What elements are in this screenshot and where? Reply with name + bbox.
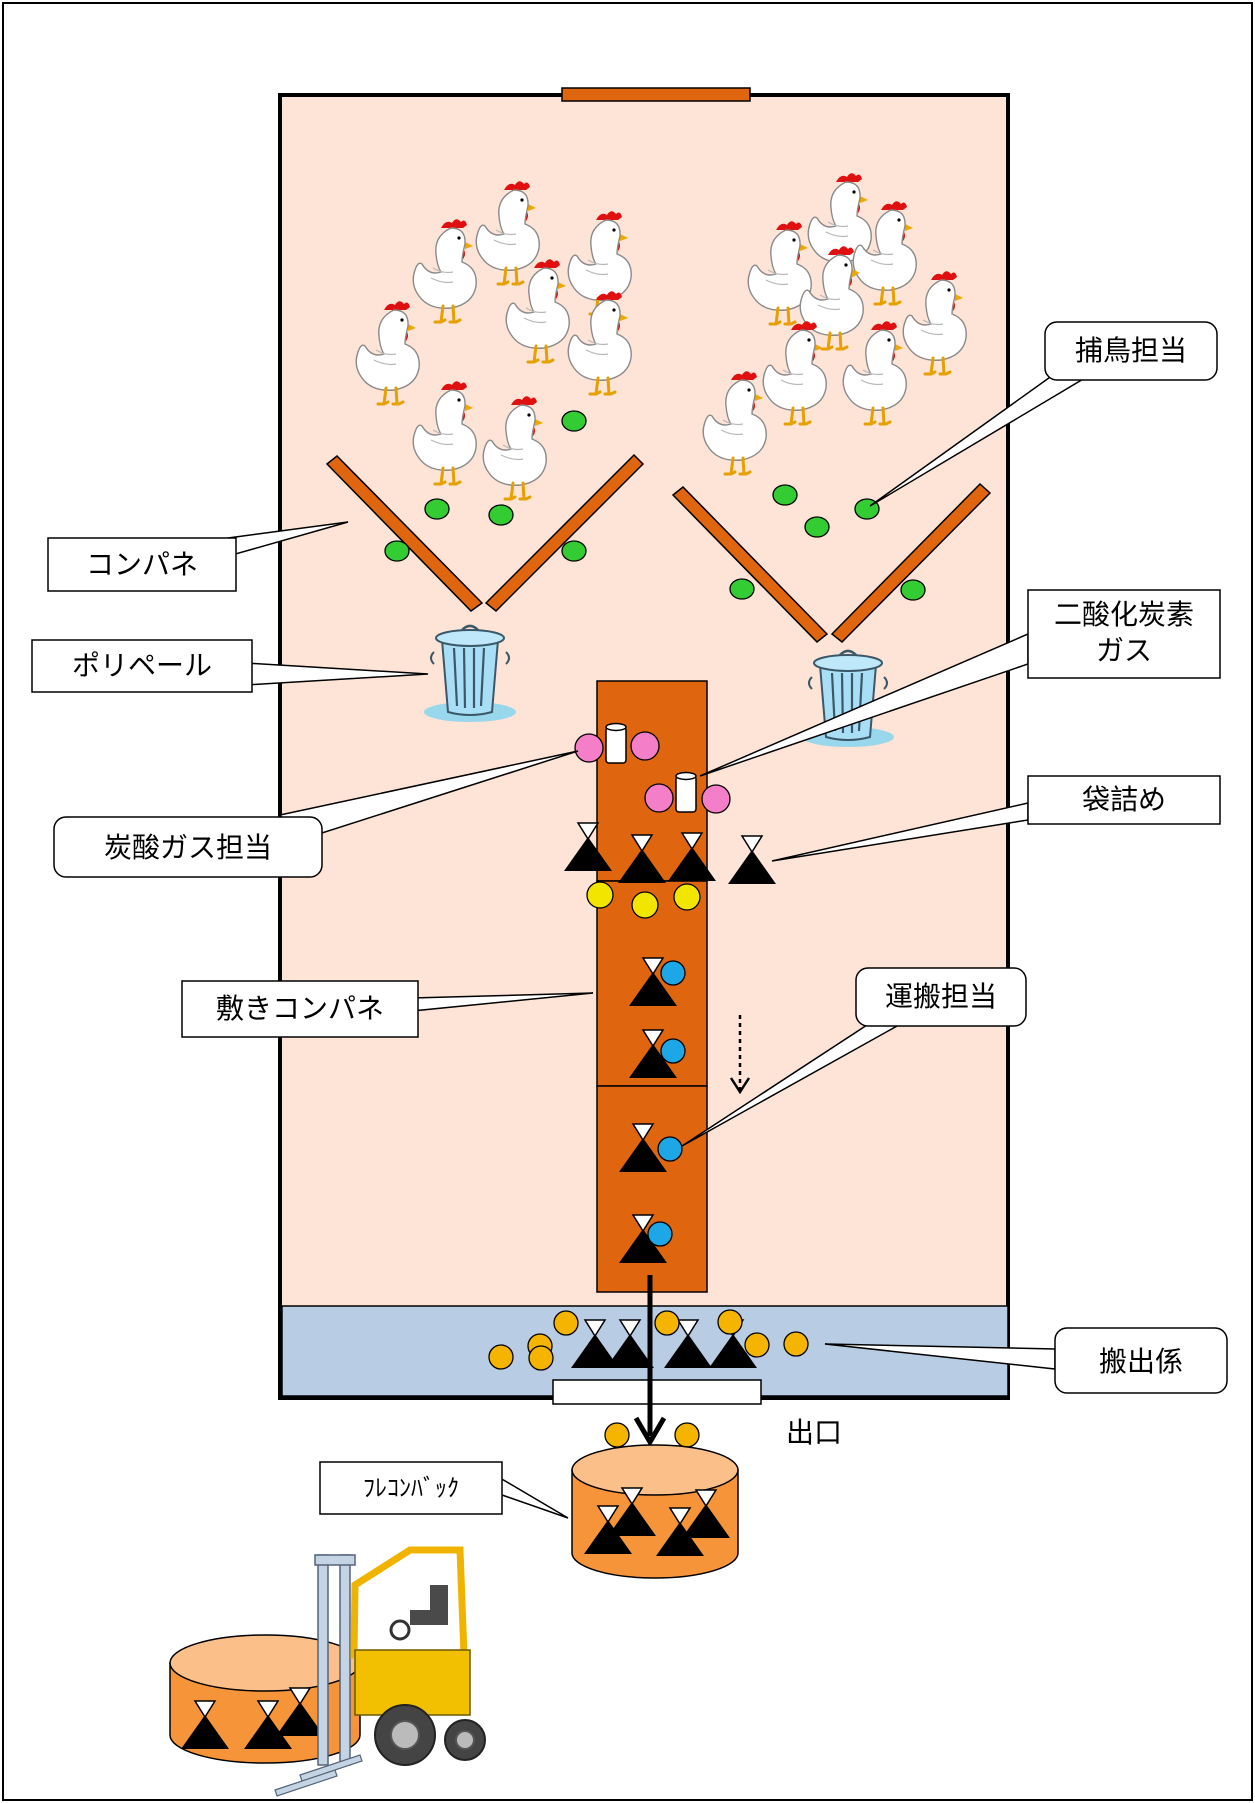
worker-dot xyxy=(384,540,410,562)
worker-dot xyxy=(717,1309,743,1335)
callout-polypail: ポリペール xyxy=(31,639,429,693)
worker-dot xyxy=(654,1310,680,1336)
worker-dot xyxy=(657,1136,683,1162)
worker-dot xyxy=(553,1310,579,1336)
worker-dot xyxy=(574,733,604,763)
worker-dot xyxy=(644,783,674,813)
callout-companel: コンパネ xyxy=(47,521,349,592)
worker-dot xyxy=(488,1344,514,1370)
gas-cylinder-icon xyxy=(605,722,627,764)
companel-right-a xyxy=(671,485,829,644)
worker-dot xyxy=(604,1422,630,1448)
label-bagging: 袋詰め xyxy=(1082,783,1166,816)
label-polypail: ポリペール xyxy=(72,649,212,682)
callout-co2-gas: 二酸化炭素 ガス xyxy=(699,589,1221,777)
callout-co2-worker: 炭酸ガス担当 xyxy=(53,750,579,878)
worker-dot xyxy=(744,1332,770,1358)
movement-arrow-dotted xyxy=(729,1015,751,1095)
worker-dot xyxy=(660,1038,686,1064)
catcher-workers xyxy=(384,410,926,601)
worker-dot xyxy=(900,579,926,601)
label-unloader: 搬出係 xyxy=(1099,1345,1183,1378)
label-catcher: 捕鳥担当 xyxy=(1075,334,1187,367)
unloader-workers xyxy=(488,1309,809,1448)
worker-dot xyxy=(647,1221,673,1247)
worker-dot xyxy=(561,410,587,432)
worker-dot xyxy=(488,504,514,526)
companel-right-b xyxy=(830,482,992,644)
worker-dot xyxy=(631,891,659,919)
flexible-container-bag xyxy=(571,1444,739,1579)
worker-dot xyxy=(701,784,731,814)
worker-dot xyxy=(783,1331,809,1357)
worker-dot xyxy=(729,578,755,600)
co2-workers xyxy=(574,722,731,814)
label-co2-line2: ガス xyxy=(1096,634,1152,667)
label-co2-line1: 二酸化炭素 xyxy=(1054,598,1194,631)
worker-dot xyxy=(673,883,701,911)
worker-dot xyxy=(630,731,660,761)
top-door xyxy=(561,87,751,102)
worker-dot xyxy=(424,498,450,520)
label-companel: コンパネ xyxy=(86,548,198,581)
callout-carrier: 運搬担当 xyxy=(681,967,1027,1147)
callout-bagging: 袋詰め xyxy=(771,775,1221,862)
label-exit: 出口 xyxy=(786,1416,842,1449)
callout-floor-companel: 敷きコンパネ xyxy=(181,980,594,1038)
companel-left-b xyxy=(484,453,645,613)
callout-catcher: 捕鳥担当 xyxy=(869,321,1218,507)
worker-dot xyxy=(674,1422,700,1448)
callout-unloader: 搬出係 xyxy=(824,1327,1228,1394)
exit-arrow xyxy=(633,1275,667,1447)
forklift-icon xyxy=(169,1546,486,1797)
worker-dot xyxy=(586,881,614,909)
worker-dot xyxy=(660,960,686,986)
label-flexible-bag: ﾌﾚｺﾝﾊﾞｯｸ xyxy=(363,1474,459,1502)
worker-dot xyxy=(772,484,798,506)
label-floor-companel: 敷きコンパネ xyxy=(216,992,384,1025)
label-co2-worker: 炭酸ガス担当 xyxy=(104,831,272,864)
worker-dot xyxy=(561,540,587,562)
companel-left-a xyxy=(325,454,484,612)
bagging-workers xyxy=(586,881,701,919)
label-carrier: 運搬担当 xyxy=(885,980,997,1013)
worker-dot xyxy=(528,1345,554,1371)
companel-guides xyxy=(325,453,992,644)
exit-gate xyxy=(552,1379,762,1405)
callout-flexible-bag: ﾌﾚｺﾝﾊﾞｯｸ xyxy=(319,1461,569,1519)
worker-dot xyxy=(804,516,830,538)
carrier-area xyxy=(618,957,686,1264)
gas-cylinder-icon xyxy=(675,771,697,813)
